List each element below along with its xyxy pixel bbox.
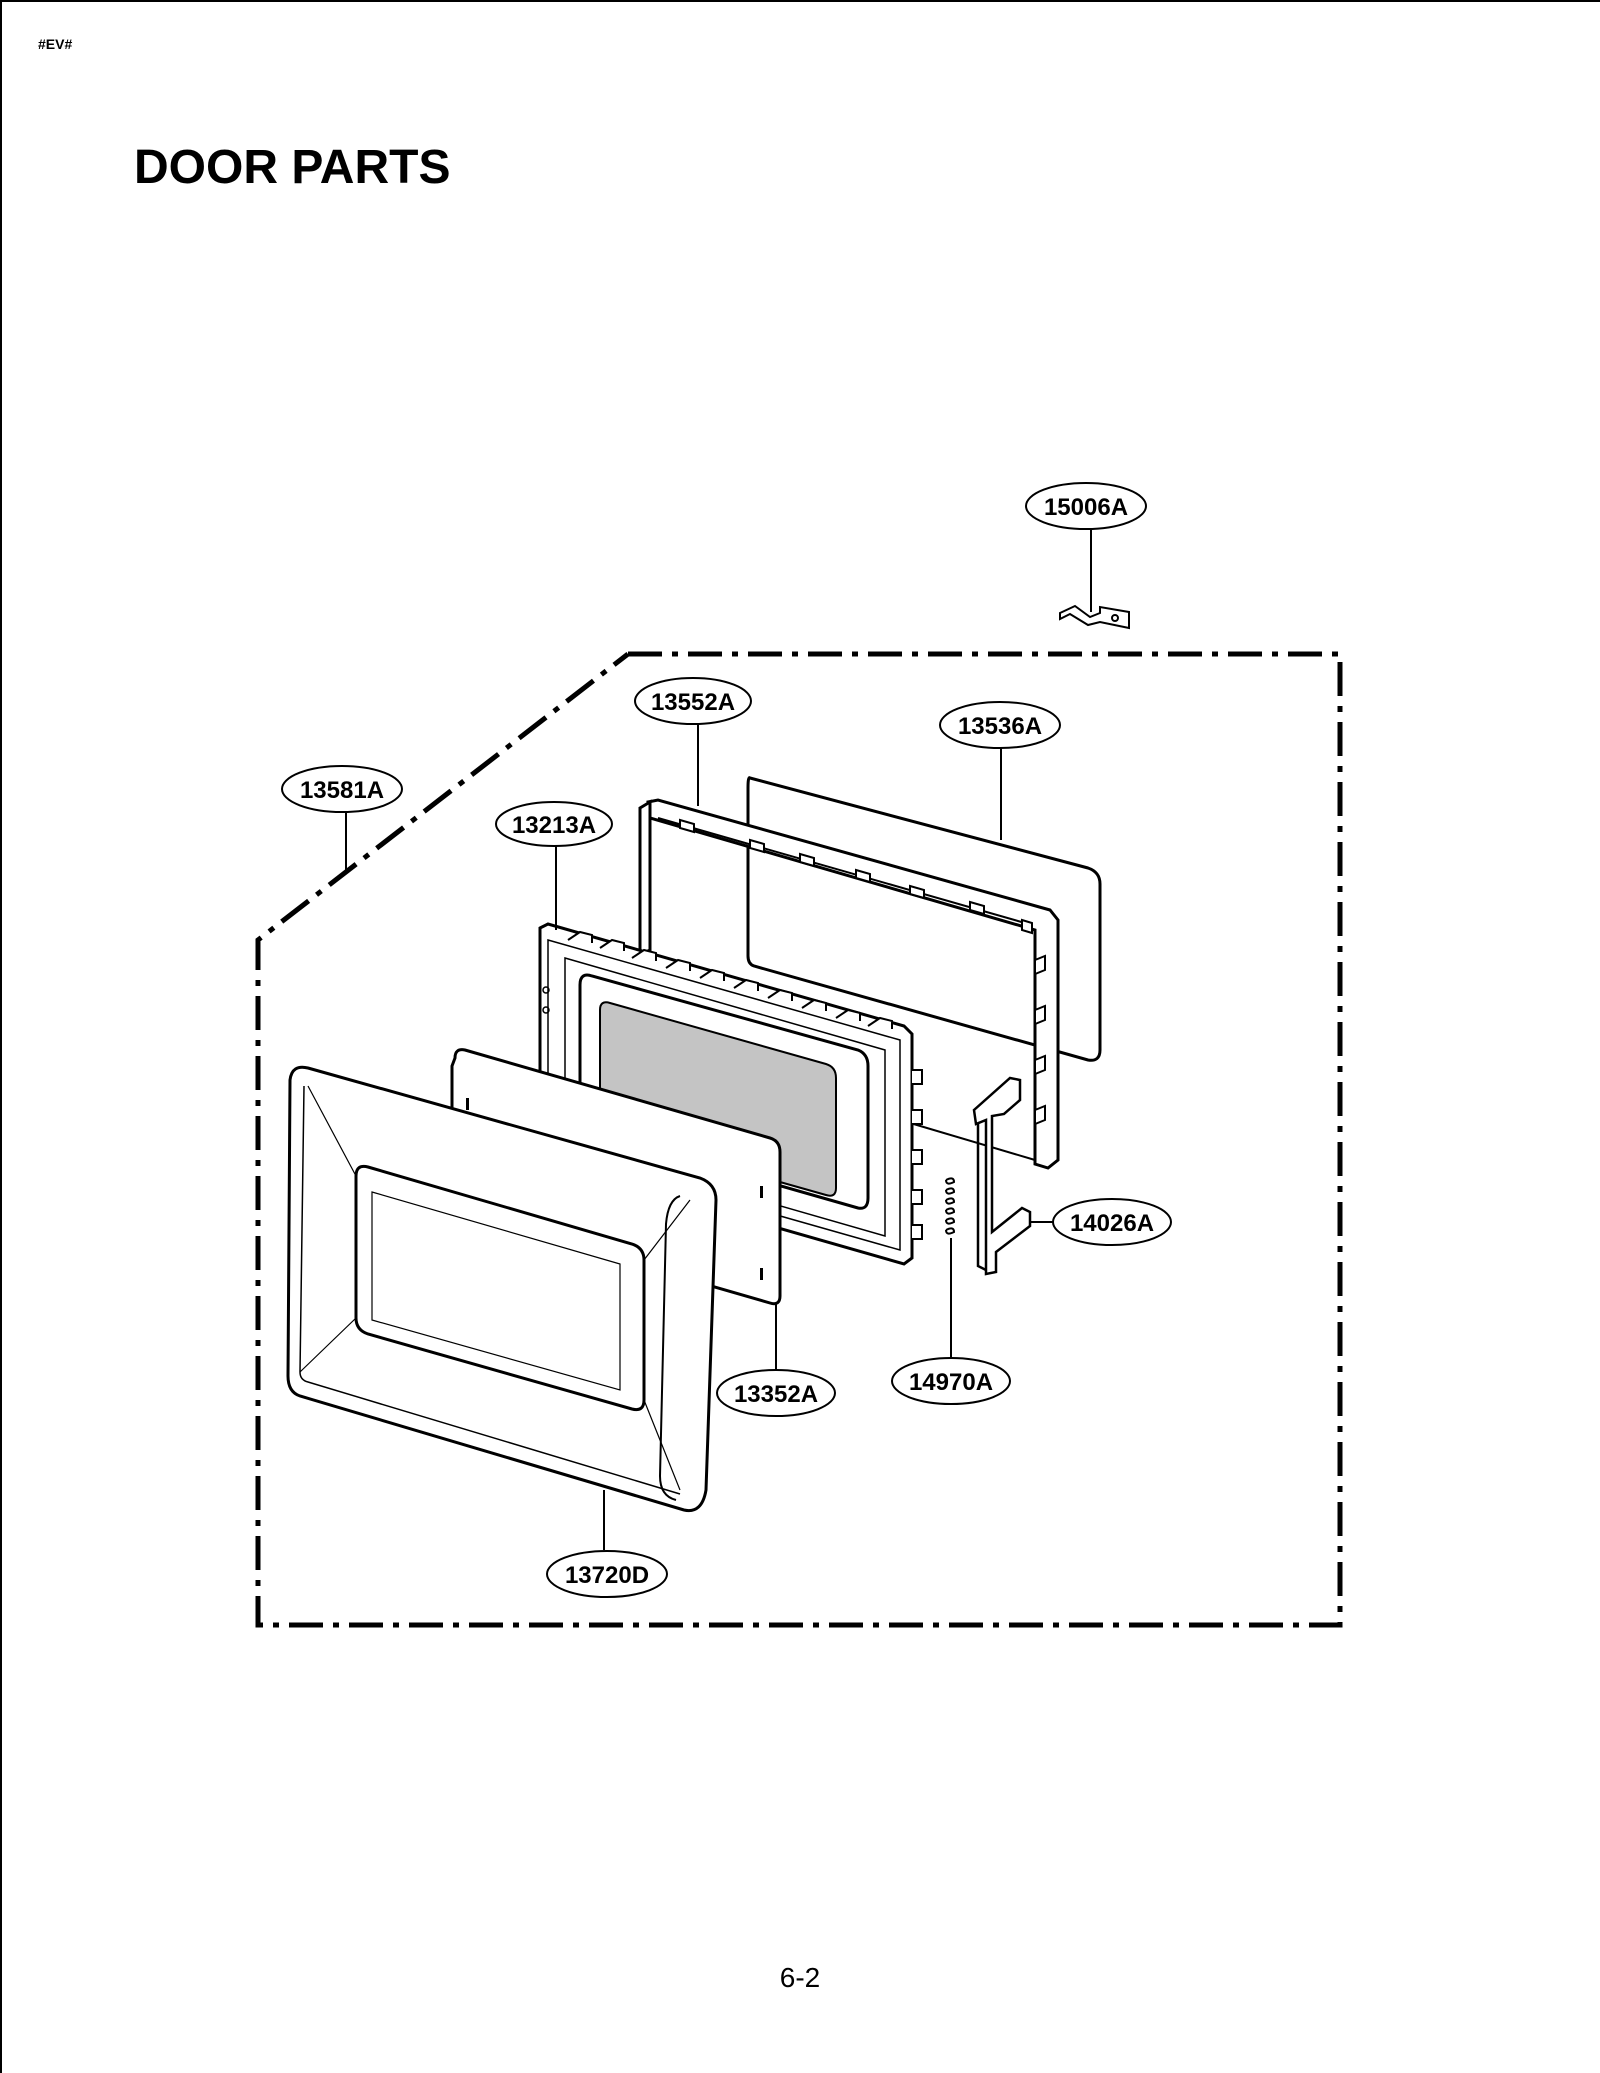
part-13536A-panel — [746, 776, 1102, 1062]
callout-label: 13581A — [300, 777, 384, 804]
callout-label: 13352A — [734, 1381, 818, 1408]
page-top-border — [0, 0, 1600, 2]
part-13720D-door-frame — [286, 1065, 718, 1513]
part-14026A-latch — [972, 1076, 1032, 1276]
callout-13352A: 13352A — [716, 1369, 836, 1417]
page-number: 6-2 — [779, 1962, 821, 1993]
assembly-boundary — [255, 651, 1343, 1628]
callout-label: 14970A — [909, 1369, 993, 1396]
callout-13552A: 13552A — [634, 677, 752, 725]
callout-label: 13720D — [565, 1562, 649, 1589]
part-13552A-frame — [638, 798, 1060, 1170]
callout-13581A: 13581A — [281, 765, 403, 813]
header-code: #EV# — [38, 36, 73, 52]
part-14970A-spring — [945, 1177, 956, 1235]
page-left-border — [0, 0, 2, 2073]
callout-14970A: 14970A — [891, 1357, 1011, 1405]
callout-13536A: 13536A — [939, 701, 1061, 749]
callout-label: 13213A — [512, 812, 596, 839]
callout-15006A: 15006A — [1025, 482, 1147, 530]
callout-13720D: 13720D — [546, 1550, 668, 1598]
callout-label: 15006A — [1044, 494, 1128, 521]
callout-14026A: 14026A — [1052, 1198, 1172, 1246]
callout-label: 13536A — [958, 713, 1042, 740]
leader-lines — [345, 529, 1092, 1550]
callout-13213A: 13213A — [495, 801, 613, 847]
callout-label: 13552A — [651, 689, 735, 716]
callout-label: 14026A — [1070, 1210, 1154, 1237]
part-15006A-bracket — [1059, 604, 1130, 630]
page-title: DOOR PARTS — [134, 141, 451, 194]
